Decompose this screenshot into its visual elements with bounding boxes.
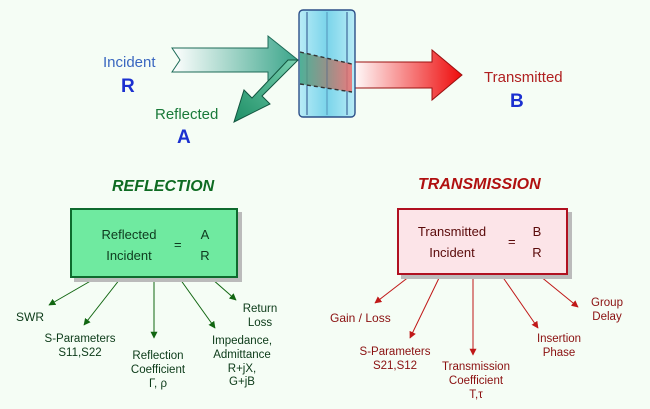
reflection-formula-box — [70, 208, 238, 278]
refl-denominator: Incident — [106, 248, 152, 263]
transmission-formula-box — [397, 208, 568, 275]
trans-denominator: Incident — [429, 245, 475, 260]
param-impedance-admittance: Impedance, Admittance R+jX, G+jB — [211, 335, 273, 389]
refl-symbol-num: A — [200, 227, 210, 242]
trans-numerator: Transmitted — [417, 224, 487, 239]
transmitted-symbol: B — [510, 91, 524, 112]
trans-symbol-den: R — [532, 245, 542, 260]
param-transmission-coefficient: Transmission Coefficient T,τ — [442, 361, 510, 401]
refl-equals: = — [174, 237, 182, 252]
param-s-parameters-reflection: S-Parameters S11,S22 — [44, 333, 116, 359]
reflected-symbol: A — [177, 127, 191, 148]
refl-symbol-den: R — [200, 248, 210, 263]
incident-symbol: R — [121, 76, 135, 97]
trans-symbol-num: B — [532, 224, 542, 239]
refl-numerator: Reflected — [101, 227, 157, 242]
transmission-branch-arrows — [374, 275, 579, 356]
param-insertion-phase: Insertion Phase — [536, 333, 582, 359]
device-under-test — [298, 9, 356, 118]
reflected-arrow — [233, 59, 300, 123]
param-return-loss: Return Loss — [242, 303, 278, 329]
incident-label: Incident — [103, 54, 156, 71]
transmitted-label: Transmitted — [484, 69, 563, 86]
reflection-branch-arrows — [48, 278, 237, 339]
param-group-delay: Group Delay — [591, 297, 623, 323]
param-gain-loss: Gain / Loss — [330, 311, 391, 325]
reflected-label: Reflected — [155, 106, 219, 123]
param-swr: SWR — [16, 310, 44, 324]
trans-equals: = — [508, 234, 516, 249]
reflection-title: REFLECTION — [112, 178, 215, 195]
transmission-title: TRANSMISSION — [418, 176, 541, 193]
param-reflection-coefficient: Reflection Coefficient Γ, ρ — [130, 350, 186, 390]
param-s-parameters-transmission: S-Parameters S21,S12 — [359, 346, 431, 372]
transmitted-arrow — [351, 48, 463, 102]
